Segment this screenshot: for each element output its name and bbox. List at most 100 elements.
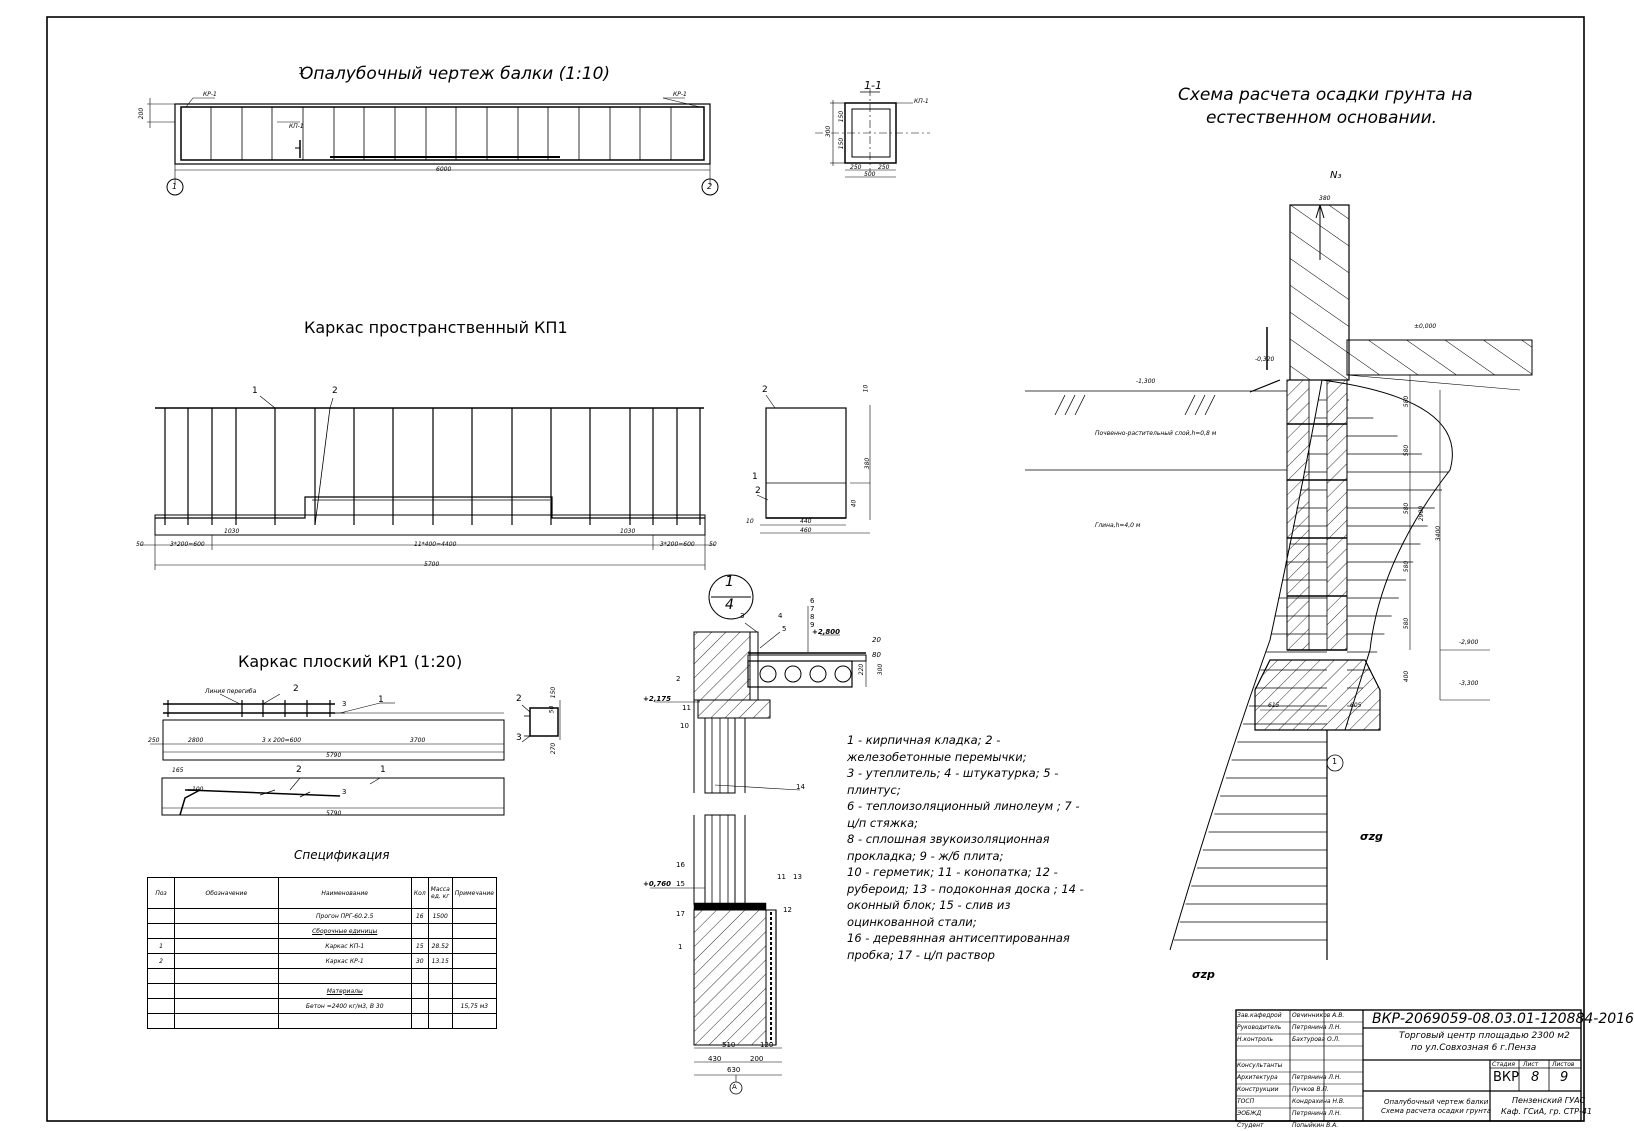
kr1-d250: 250 <box>148 737 160 744</box>
kr1-section-pos2: 2 <box>516 694 522 704</box>
settlement-elev-33: -3,300 <box>1459 680 1479 687</box>
tb-drawing-line1: Опалубочный чертеж балки <box>1384 1098 1489 1106</box>
node-label-17: 17 <box>676 910 685 918</box>
node-label-2: 2 <box>676 675 681 683</box>
formwork-marker: 1 <box>298 66 305 77</box>
kp1-section-pos2b: 2 <box>755 486 761 496</box>
spec-row: Сборочные единицы <box>146 923 498 939</box>
kr1-pos2: 2 <box>293 684 299 694</box>
tb-role: Н.контроль <box>1237 1036 1273 1043</box>
sheet-frame <box>46 16 1585 1122</box>
section-dim-1: 250 <box>850 164 862 171</box>
spec-cell <box>427 923 453 939</box>
spec-cell: 2 <box>146 953 176 969</box>
kp1-dim-left: 1030 <box>224 528 240 535</box>
tb-person: Овчинников А.В. <box>1292 1012 1345 1019</box>
settlement-d2900: 2900 <box>1418 505 1426 522</box>
spec-row: Материалы <box>146 983 498 999</box>
settlement-d615: 615 <box>1268 702 1280 709</box>
spec-cell: Каркас КП-1 <box>277 938 412 954</box>
formwork-title: Опалубочный чертеж балки (1:10) <box>300 64 611 84</box>
tb-stage: ВКР <box>1493 1070 1519 1085</box>
node-label-9: 9 <box>810 621 815 629</box>
beam-kp: КП-1 <box>289 123 304 130</box>
legend-line-3: 6 - теплоизоляционный линолеум ; 7 - ц/п… <box>847 799 1080 830</box>
spec-cell <box>146 968 176 984</box>
spec-cell: Материалы <box>277 983 412 999</box>
node-d630: 630 <box>727 1066 741 1074</box>
kp1-section-h: 380 <box>864 457 872 470</box>
settlement-elev-29: -2,900 <box>1459 639 1479 646</box>
node-axis: А <box>732 1083 737 1091</box>
spec-cell <box>146 983 176 999</box>
tb-role: Студент <box>1237 1122 1264 1129</box>
kp1-dim-step-right: 3*200=600 <box>660 541 695 548</box>
tb-org-line1: Пензенский ГУАС <box>1512 1096 1586 1105</box>
settlement-elev-0: ±0,000 <box>1414 323 1437 330</box>
section-h: 300 <box>825 125 833 138</box>
spec-cell <box>427 968 453 984</box>
spec-cell <box>451 938 498 954</box>
spec-cell: Прогон ПРГ-60.2.5 <box>277 908 412 924</box>
kp1-dim-right: 1030 <box>620 528 636 535</box>
node-d300: 300 <box>877 663 885 676</box>
kr1-section-d3: 270 <box>550 742 558 755</box>
spec-cell <box>410 983 429 999</box>
kp1-pos2: 2 <box>332 386 338 396</box>
spatial-frame-title: Каркас пространственный КП1 <box>304 318 568 337</box>
spec-cell: 16 <box>410 908 429 924</box>
settlement-layer2: Глина,h=4,0 м <box>1095 522 1141 529</box>
spec-cell <box>277 968 412 984</box>
settlement-dim-2: 580 <box>1403 444 1411 457</box>
kp1-pos1: 1 <box>252 386 258 396</box>
tb-person: Пучков В.П. <box>1292 1086 1329 1093</box>
settlement-dim-1: 580 <box>1403 395 1411 408</box>
kr1-d3700: 3700 <box>410 737 426 744</box>
spec-cell: 1500 <box>427 908 453 924</box>
beam-kr-left: КР-1 <box>203 91 217 98</box>
spatial-frame-kp1 <box>140 395 715 570</box>
settlement-load: N₃ <box>1330 170 1342 181</box>
spec-row <box>146 968 498 984</box>
node-label-14: 14 <box>796 783 805 791</box>
kr1-bent-pos3: 3 <box>342 788 347 796</box>
spec-cell <box>451 953 498 969</box>
kp1-section-w1: 440 <box>800 518 812 525</box>
spec-cell <box>146 923 176 939</box>
kr1-section-d1: 150 <box>550 686 558 699</box>
spec-cell <box>451 923 498 939</box>
spec-cell <box>427 1013 453 1029</box>
specification-title: Спецификация <box>294 848 390 862</box>
tb-drawing-line2: Схема расчета осадки грунта <box>1381 1107 1492 1115</box>
tb-code: ВКР-2069059-08.03.01-120884-2016 <box>1372 1011 1634 1027</box>
node-d20: 20 <box>872 636 881 644</box>
tb-sheets-header: Листов <box>1552 1061 1575 1068</box>
tb-project-line1: Торговый центр площадью 2300 м2 <box>1399 1031 1570 1041</box>
settlement-elev-13: -1,300 <box>1136 378 1156 385</box>
spec-cell: 28.52 <box>427 938 453 954</box>
legend-line-1: 1 - кирпичная кладка; 2 - железобетонные… <box>847 733 1027 764</box>
spec-cell: Каркас КР-1 <box>277 953 412 969</box>
spec-cell: Сборочные единицы <box>277 923 412 939</box>
node-label-13: 13 <box>793 873 802 881</box>
tb-sheet-header: Лист <box>1523 1061 1539 1068</box>
tb-role: ТОСП <box>1237 1098 1255 1105</box>
beam-length: 6000 <box>436 166 452 173</box>
tb-stage-header: Стадия <box>1492 1061 1516 1068</box>
settlement-elev-032: -0,320 <box>1255 356 1275 363</box>
spec-cell: Бетон =2400 кг/м3, В 30 <box>277 998 412 1014</box>
node-label-16: 16 <box>676 861 685 869</box>
node-circle-bottom: 4 <box>725 597 734 613</box>
kp1-section <box>756 394 871 534</box>
beam-axis-right: 2 <box>707 182 713 191</box>
node-d120: 120 <box>760 1041 774 1049</box>
tb-person: Бахтурова О.Л. <box>1292 1036 1341 1043</box>
node-elev-top: +2,800 <box>812 628 841 636</box>
settlement-dim-4: 580 <box>1403 560 1411 573</box>
spec-cell <box>451 968 498 984</box>
tb-person: Петрянина Л.Н. <box>1292 1110 1342 1117</box>
legend-line-5: 10 - герметик; 11 - конопатка; 12 - рубе… <box>847 865 1084 929</box>
beam-kr-right: КР-1 <box>673 91 687 98</box>
